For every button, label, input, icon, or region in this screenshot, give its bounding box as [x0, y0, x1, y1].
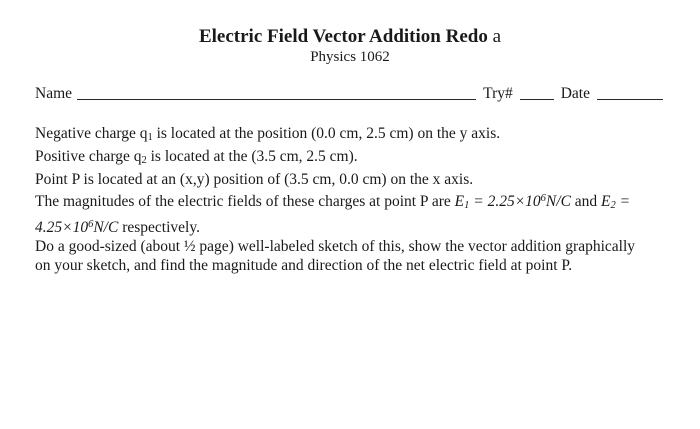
text-segment: 2	[141, 155, 147, 166]
body-line-instructions-2: on your sketch, and find the magnitude a…	[35, 256, 675, 275]
text-segment: Positive charge q	[35, 148, 142, 165]
text-segment: is located at the (3.5 cm, 2.5 cm).	[146, 148, 358, 165]
text-segment: N/C	[93, 219, 119, 236]
text-segment: E	[454, 193, 465, 210]
name-try-date-row: Name Try# Date	[35, 85, 663, 103]
try-blank-line	[519, 99, 554, 100]
text-segment: E	[601, 193, 611, 210]
body-line-point-p: Point P is located at an (x,y) position …	[35, 170, 675, 189]
course-subtitle: Physics 1062	[310, 49, 390, 65]
text-segment: Negative charge q	[35, 125, 148, 142]
problem-statement: Negative charge q1 is located at the pos…	[35, 124, 675, 275]
try-label: Try#	[483, 85, 513, 102]
text-segment: on your sketch, and find the magnitude a…	[35, 257, 573, 274]
text-segment: Point P is located at an (x,y) position …	[35, 171, 474, 188]
text-segment: =	[615, 193, 631, 210]
text-segment: 2	[610, 200, 616, 211]
text-segment: 6	[88, 219, 94, 230]
text-segment: 4.25×10	[35, 219, 89, 236]
body-line-charge-q1: Negative charge q1 is located at the pos…	[35, 124, 675, 147]
text-segment: is located at the position (0.0 cm, 2.5 …	[152, 125, 501, 142]
text-segment: Do a good-sized (about ½ page) well-labe…	[35, 238, 636, 255]
text-segment: The magnitudes of the electric fields of…	[35, 193, 455, 210]
text-segment: = 2.25×10	[469, 193, 541, 210]
date-blank-line	[597, 99, 663, 100]
text-segment: and	[570, 193, 602, 210]
body-line-e2-value: 4.25×106N/C respectively.	[35, 215, 675, 237]
body-line-instructions-1: Do a good-sized (about ½ page) well-labe…	[35, 237, 675, 256]
page-title-main: Electric Field Vector Addition Redo	[198, 26, 488, 47]
text-segment: 1	[464, 200, 470, 211]
text-segment: 6	[540, 193, 546, 204]
page-title: Electric Field Vector Addition Redo a	[0, 26, 700, 48]
date-label: Date	[560, 85, 590, 102]
text-segment: respectively.	[118, 219, 200, 236]
body-line-magnitudes: The magnitudes of the electric fields of…	[35, 189, 675, 215]
page-title-suffix: a	[487, 26, 502, 47]
body-line-charge-q2: Positive charge q2 is located at the (3.…	[35, 147, 675, 170]
text-segment: N/C	[545, 193, 571, 210]
name-label: Name	[35, 85, 73, 102]
name-blank-line	[77, 99, 477, 100]
text-segment: 1	[147, 132, 153, 143]
